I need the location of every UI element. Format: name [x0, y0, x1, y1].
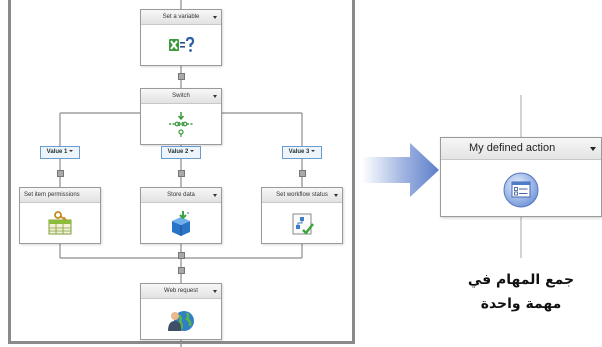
set-variable-label: Set a variable [162, 14, 200, 20]
chevron-down-icon[interactable] [190, 150, 195, 153]
connector-handle[interactable] [299, 170, 306, 177]
chevron-down-icon[interactable] [213, 290, 217, 293]
switch-icon [169, 112, 193, 137]
switch-header[interactable]: Switch [141, 89, 221, 104]
web-request-icon [168, 311, 194, 331]
web-request-header[interactable]: Web request [141, 284, 221, 299]
branch-tag-value-2[interactable]: Value 2 [161, 146, 201, 159]
branch-tag-label: Value 2 [167, 149, 189, 155]
store-data-header[interactable]: Store data [141, 188, 221, 203]
set-workflow-status-header[interactable]: Set workflow status [262, 188, 342, 203]
my-defined-action-label: My defined action [469, 142, 556, 154]
my-defined-action-header[interactable]: My defined action [441, 138, 601, 160]
connector-handle[interactable] [178, 252, 185, 259]
chevron-down-icon[interactable] [311, 150, 316, 153]
store-data-icon [172, 211, 190, 236]
set-variable-action[interactable]: Set a variable [140, 9, 222, 66]
branch-tag-value-3[interactable]: Value 3 [282, 146, 322, 159]
transform-arrow-icon [362, 143, 439, 197]
caption-line-1: جمع المهام في [467, 272, 575, 288]
store-data-label: Store data [167, 192, 195, 198]
connector-handle[interactable] [178, 170, 185, 177]
chevron-down-icon[interactable] [213, 16, 217, 19]
chevron-down-icon[interactable] [213, 95, 217, 98]
chevron-down-icon[interactable] [590, 147, 596, 151]
set-variable-header[interactable]: Set a variable [141, 10, 221, 25]
caption-line-2: مهمة واحدة [480, 296, 562, 312]
web-request-label: Web request [164, 288, 198, 294]
store-data-action[interactable]: Store data [140, 187, 222, 244]
set-item-permissions-header[interactable]: Set item permissions [20, 188, 100, 203]
set-workflow-status-label: Set workflow status [276, 192, 328, 198]
set-item-permissions-label: Set item permissions [24, 192, 80, 198]
defined-action-icon [503, 172, 539, 208]
set-workflow-status-action[interactable]: Set workflow status [261, 187, 343, 244]
chevron-down-icon[interactable] [69, 150, 74, 153]
connector-handle[interactable] [178, 267, 185, 274]
variable-icon [169, 36, 195, 52]
web-request-action[interactable]: Web request [140, 283, 222, 340]
switch-action[interactable]: Switch [140, 88, 222, 145]
connector-handle[interactable] [178, 73, 185, 80]
chevron-down-icon[interactable] [213, 194, 217, 197]
workflow-status-icon [292, 213, 314, 235]
set-item-permissions-action[interactable]: Set item permissions [19, 187, 101, 244]
switch-label: Switch [172, 93, 190, 99]
branch-tag-label: Value 1 [46, 149, 68, 155]
permissions-icon [48, 211, 72, 235]
branch-tag-label: Value 3 [288, 149, 310, 155]
my-defined-action-card[interactable]: My defined action [440, 137, 602, 217]
chevron-down-icon[interactable] [334, 194, 338, 197]
connector-handle[interactable] [57, 170, 64, 177]
branch-tag-value-1[interactable]: Value 1 [40, 146, 80, 159]
caption-text: جمع المهام في مهمة واحدة [440, 268, 602, 316]
